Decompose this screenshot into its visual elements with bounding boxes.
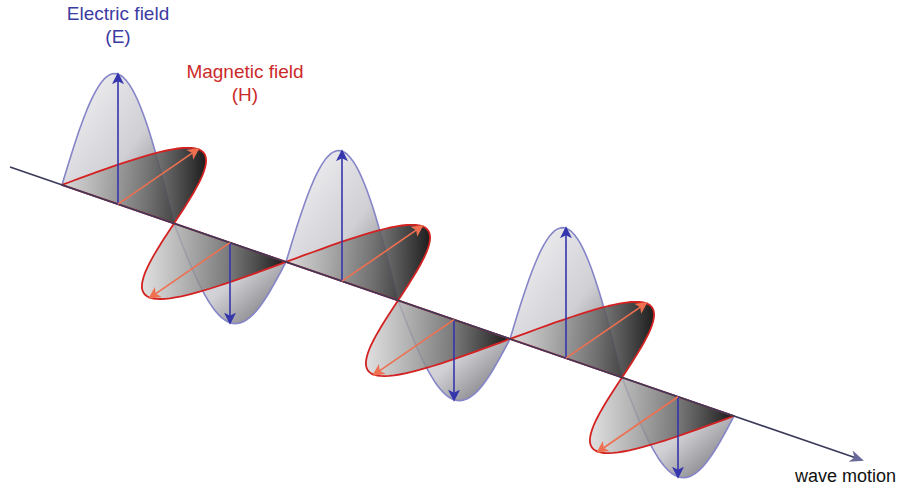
electric-vector bbox=[229, 243, 231, 323]
magnetic-lobe bbox=[510, 302, 654, 378]
magnetic-lobe bbox=[286, 225, 430, 301]
magnetic-lobe bbox=[142, 223, 286, 299]
field-vectors bbox=[118, 74, 678, 477]
electric-vector bbox=[117, 74, 119, 204]
magnetic-lobe bbox=[62, 148, 206, 224]
magnetic-vector bbox=[150, 243, 230, 298]
electric-vector bbox=[341, 151, 343, 281]
electric-vector bbox=[453, 320, 455, 400]
electric-vector bbox=[677, 397, 679, 477]
magnetic-lobe bbox=[366, 300, 510, 376]
magnetic-lobe bbox=[590, 378, 734, 454]
propagation-axis bbox=[10, 167, 862, 460]
magnetic-vector bbox=[598, 397, 678, 452]
field-lobes bbox=[62, 74, 734, 478]
magnetic-vector bbox=[566, 303, 646, 358]
magnetic-vector bbox=[118, 149, 198, 204]
electric-field-label: Electric field (E) bbox=[58, 2, 178, 48]
magnetic-vector bbox=[342, 226, 422, 281]
wave-motion-label: wave motion bbox=[772, 465, 896, 487]
electric-vector bbox=[565, 228, 567, 358]
magnetic-field-label: Magnetic field (H) bbox=[185, 60, 305, 106]
magnetic-vector bbox=[374, 320, 454, 375]
